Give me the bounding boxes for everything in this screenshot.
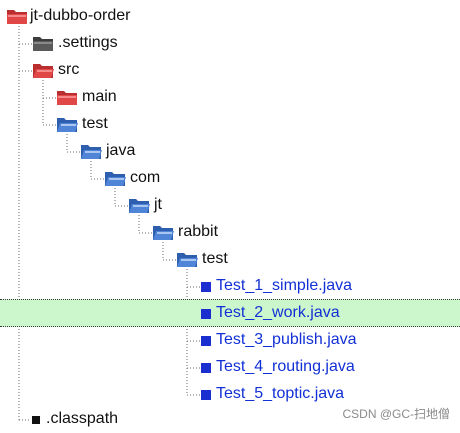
watermark: CSDN @GC-扫地僧 (342, 407, 450, 421)
tree-item-java-file[interactable]: Test_4_routing.java (0, 354, 460, 381)
java-file-icon (201, 309, 211, 319)
tree-item-java-file[interactable]: Test_3_publish.java (0, 327, 460, 354)
tree-item-java-file[interactable]: Test_5_toptic.java (0, 381, 460, 408)
tree-item-src[interactable]: src (0, 57, 460, 84)
folder-open-icon (129, 199, 150, 213)
java-file-icon (201, 282, 211, 292)
tree-item-label: rabbit (178, 223, 219, 240)
tree-item-label: src (58, 61, 80, 78)
tree-item-label: Test_5_toptic.java (216, 385, 345, 402)
folder-open-icon (57, 118, 78, 132)
folder-open-icon (153, 226, 174, 240)
tree-item-label: jt-dubbo-order (30, 7, 131, 24)
tree-item-java-file-selected[interactable]: Test_2_work.java (0, 299, 460, 327)
tree-item-main[interactable]: main (0, 84, 460, 111)
folder-open-icon (33, 64, 54, 78)
tree-item-com[interactable]: com (0, 165, 460, 192)
tree-item-label: Test_4_routing.java (216, 358, 355, 375)
tree-item-label: com (130, 169, 161, 186)
tree-item-test-package[interactable]: test (0, 246, 460, 273)
tree-item-project[interactable]: jt-dubbo-order (0, 3, 460, 30)
tree-item-label: test (82, 115, 108, 132)
tree-item-jt[interactable]: jt (0, 192, 460, 219)
folder-closed-icon (57, 91, 77, 105)
folder-closed-icon (33, 37, 53, 51)
tree-item-label: .classpath (46, 410, 119, 427)
java-file-icon (201, 336, 211, 346)
tree-item-label: jt (154, 196, 162, 213)
folder-open-icon (177, 253, 198, 267)
tree-item-java[interactable]: java (0, 138, 460, 165)
tree-item-label: Test_2_work.java (216, 304, 340, 321)
tree-item-test[interactable]: test (0, 111, 460, 138)
tree-item-label: main (82, 88, 117, 105)
java-file-icon (201, 363, 211, 373)
tree-item-settings[interactable]: .settings (0, 30, 460, 57)
folder-open-icon (105, 172, 126, 186)
tree-item-label: test (202, 250, 228, 267)
tree-item-label: java (106, 142, 136, 159)
tree-item-label: Test_3_publish.java (216, 331, 357, 348)
file-icon (32, 416, 40, 424)
tree-item-rabbit[interactable]: rabbit (0, 219, 460, 246)
tree-item-label: .settings (58, 34, 118, 51)
tree-item-classpath[interactable]: .classpath (0, 406, 460, 433)
tree-item-java-file[interactable]: Test_1_simple.java (0, 273, 460, 300)
folder-open-icon (81, 145, 102, 159)
project-folder-icon (7, 10, 27, 24)
tree-item-label: Test_1_simple.java (216, 277, 353, 294)
java-file-icon (201, 390, 211, 400)
